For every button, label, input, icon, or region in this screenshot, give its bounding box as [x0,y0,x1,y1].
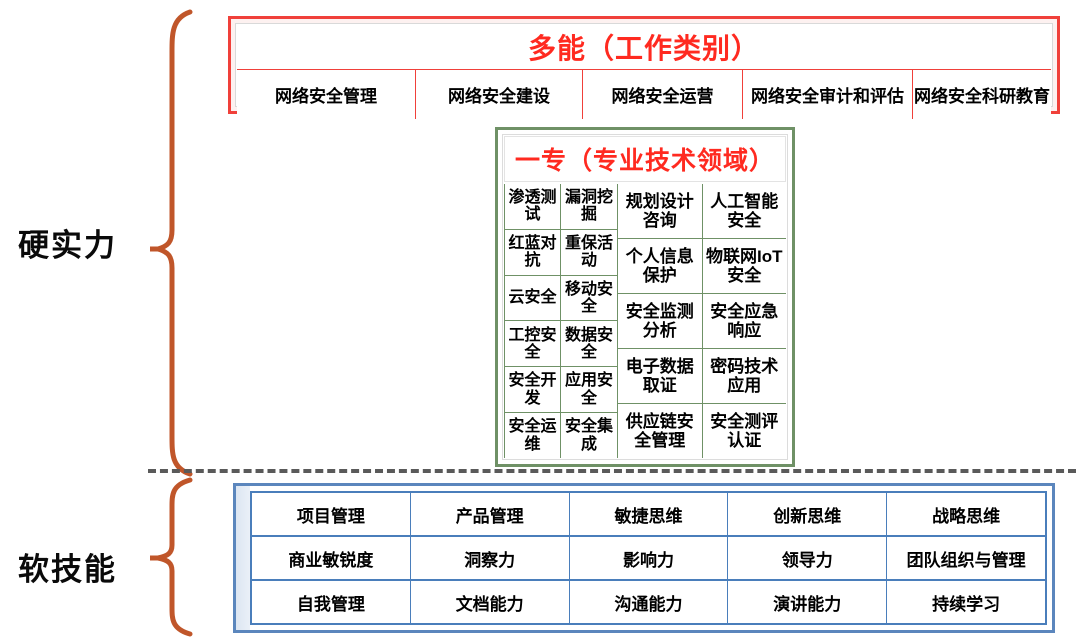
soft-skill-cell[interactable]: 创新思维 [728,493,888,535]
specialty-column-3: 规划设计咨询 个人信息保护 安全监测分析 电子数据取证 供应链安全管理 [618,184,703,458]
soft-skills-panel: 项目管理 产品管理 敏捷思维 创新思维 战略思维 商业敏锐度 洞察力 影响力 领… [233,483,1055,633]
specialty-panel: 一专（专业技术领域） 渗透测试 红蓝对抗 云安全 工控安全 安全开发 安全运维 … [495,127,795,467]
soft-skill-cell[interactable]: 产品管理 [410,493,570,535]
multi-skill-row: 网络安全管理 网络安全建设 网络安全运营 网络安全审计和评估 网络安全科研教育 [237,70,1051,119]
specialty-column-1: 渗透测试 红蓝对抗 云安全 工控安全 安全开发 安全运维 [504,184,561,458]
soft-skills-row: 商业敏锐度 洞察力 影响力 领导力 团队组织与管理 [252,537,1045,581]
soft-skill-cell[interactable]: 沟通能力 [569,581,729,623]
specialty-cell[interactable]: 物联网IoT安全 [702,239,786,294]
specialty-cell[interactable]: 重保活动 [561,229,617,276]
multi-skill-cell[interactable]: 网络安全运营 [583,70,743,119]
soft-skill-cell[interactable]: 战略思维 [887,493,1045,535]
soft-skill-cell[interactable]: 持续学习 [887,581,1045,623]
multi-skill-panel: 多能（工作类别） 网络安全管理 网络安全建设 网络安全运营 网络安全审计和评估 … [228,16,1060,119]
soft-skill-cell[interactable]: 自我管理 [252,581,411,623]
category-label-hard-skills: 硬实力 [18,228,117,263]
specialty-cell[interactable]: 云安全 [505,275,560,322]
specialty-inner: 一专（专业技术领域） 渗透测试 红蓝对抗 云安全 工控安全 安全开发 安全运维 … [502,134,788,460]
specialty-cell[interactable]: 个人信息保护 [618,239,702,294]
specialty-cell[interactable]: 安全运维 [505,413,560,458]
soft-skill-cell[interactable]: 影响力 [569,537,729,579]
specialty-cell[interactable]: 人工智能安全 [702,184,786,239]
multi-skill-cell[interactable]: 网络安全建设 [416,70,583,119]
specialty-cell[interactable]: 安全监测分析 [618,294,702,349]
specialty-cell[interactable]: 红蓝对抗 [505,229,560,276]
soft-skill-cell[interactable]: 领导力 [728,537,888,579]
specialty-grid: 渗透测试 红蓝对抗 云安全 工控安全 安全开发 安全运维 漏洞挖掘 重保活动 移… [504,184,786,458]
soft-skill-cell[interactable]: 项目管理 [252,493,411,535]
multi-skill-inner: 多能（工作类别） 网络安全管理 网络安全建设 网络安全运营 网络安全审计和评估 … [235,23,1053,119]
specialty-cell[interactable]: 密码技术应用 [702,349,786,404]
specialty-cell[interactable]: 安全应急响应 [702,294,786,349]
soft-skill-cell[interactable]: 商业敏锐度 [252,537,411,579]
specialty-cell[interactable]: 移动安全 [561,275,617,322]
category-label-soft-skills: 软技能 [18,552,117,587]
soft-skills-row: 项目管理 产品管理 敏捷思维 创新思维 战略思维 [252,493,1045,537]
specialty-cell[interactable]: 数据安全 [561,321,617,368]
specialty-title: 一专（专业技术领域） [504,136,786,182]
curly-brace-soft-skills [150,477,193,637]
multi-skill-title: 多能（工作类别） [237,25,1051,70]
soft-skill-cell[interactable]: 敏捷思维 [569,493,729,535]
specialty-cell[interactable]: 安全开发 [505,367,560,414]
soft-skill-cell[interactable]: 文档能力 [410,581,570,623]
specialty-cell[interactable]: 应用安全 [561,367,617,414]
soft-skills-grid: 项目管理 产品管理 敏捷思维 创新思维 战略思维 商业敏锐度 洞察力 影响力 领… [250,491,1047,625]
soft-skill-cell[interactable]: 演讲能力 [728,581,888,623]
multi-skill-cell[interactable]: 网络安全审计和评估 [743,70,913,119]
curly-brace-hard-skills [150,9,193,477]
specialty-cell[interactable]: 工控安全 [505,321,560,368]
multi-skill-cell[interactable]: 网络安全管理 [237,70,416,119]
specialty-cell[interactable]: 安全集成 [561,413,617,458]
specialty-cell[interactable]: 电子数据取证 [618,349,702,404]
specialty-cell[interactable]: 漏洞挖掘 [561,184,617,230]
specialty-column-4: 人工智能安全 物联网IoT安全 安全应急响应 密码技术应用 安全测评认证 [702,184,786,458]
specialty-cell[interactable]: 渗透测试 [505,184,560,230]
section-divider [148,469,1076,473]
specialty-cell[interactable]: 安全测评认证 [702,404,786,458]
multi-skill-cell[interactable]: 网络安全科研教育 [913,70,1051,119]
soft-skill-cell[interactable]: 洞察力 [410,537,570,579]
specialty-column-2: 漏洞挖掘 重保活动 移动安全 数据安全 应用安全 安全集成 [561,184,618,458]
soft-skills-row: 自我管理 文档能力 沟通能力 演讲能力 持续学习 [252,581,1045,623]
specialty-cell[interactable]: 供应链安全管理 [618,404,702,458]
specialty-cell[interactable]: 规划设计咨询 [618,184,702,239]
soft-skill-cell[interactable]: 团队组织与管理 [887,537,1045,579]
